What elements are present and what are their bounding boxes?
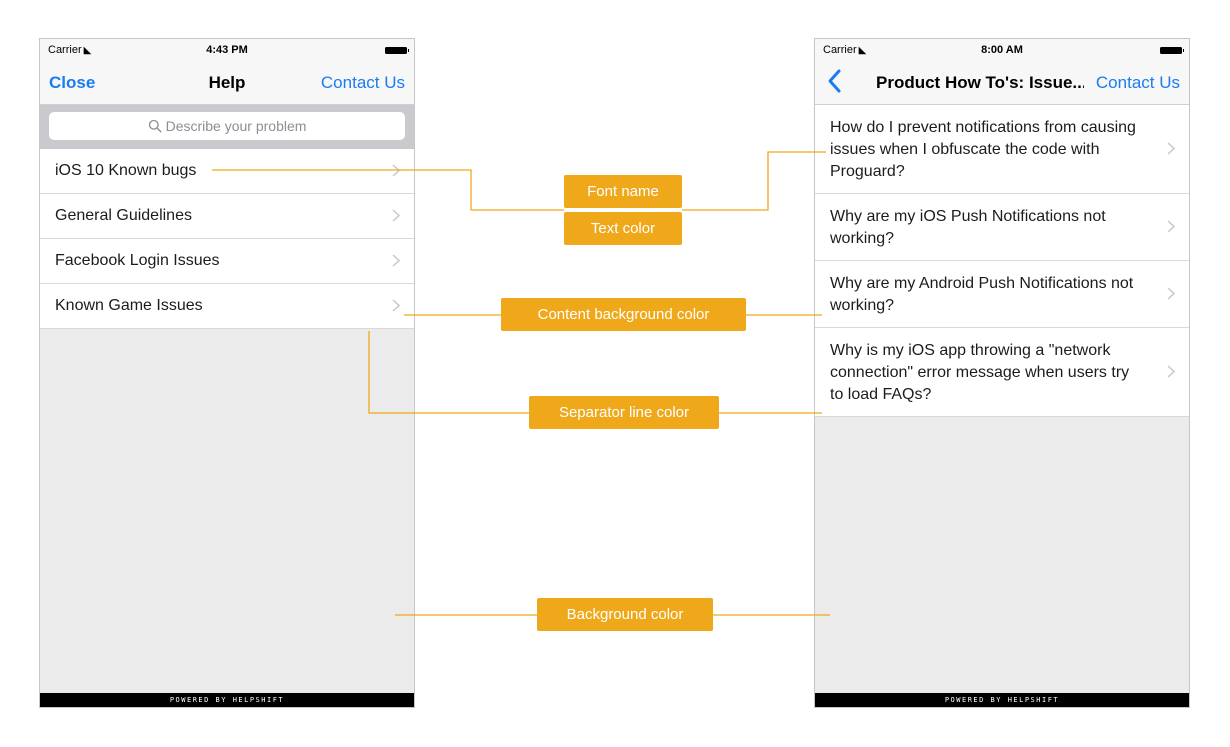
status-bar: Carrier◣ 8:00 AM	[815, 39, 1189, 61]
list-item[interactable]: Known Game Issues	[40, 284, 414, 329]
contact-us-button[interactable]: Contact Us	[1095, 73, 1180, 92]
list-item[interactable]: Why are my Android Push Notifications no…	[815, 261, 1189, 328]
list-item[interactable]: How do I prevent notifications from caus…	[815, 105, 1189, 194]
list-item-label: Why is my iOS app throwing a "network co…	[830, 342, 1130, 403]
list-item-label: Known Game Issues	[55, 297, 203, 314]
list-item-label: Facebook Login Issues	[55, 252, 220, 269]
battery-icon	[385, 47, 409, 54]
leader-line-text-color	[682, 151, 826, 211]
list-item-label: Why are my iOS Push Notifications not wo…	[830, 208, 1106, 247]
faq-list: How do I prevent notifications from caus…	[815, 105, 1189, 417]
nav-bar: Close Help Contact Us	[40, 61, 414, 105]
chevron-right-icon	[1167, 365, 1175, 378]
list-item-label: iOS 10 Known bugs	[55, 162, 197, 179]
list-item[interactable]: Why are my iOS Push Notifications not wo…	[815, 194, 1189, 261]
callout-font-name: Font name	[564, 175, 682, 208]
carrier-label: Carrier◣	[48, 44, 92, 56]
callout-background-color: Background color	[537, 598, 713, 631]
status-bar: Carrier◣ 4:43 PM	[40, 39, 414, 61]
callout-separator-color: Separator line color	[529, 396, 719, 429]
chevron-right-icon	[392, 299, 400, 312]
nav-bar: Product How To's: Issue... Contact Us	[815, 61, 1189, 105]
wifi-icon: ◣	[83, 45, 92, 56]
battery-icon	[1160, 47, 1184, 54]
section-list: iOS 10 Known bugs General Guidelines Fac…	[40, 149, 414, 329]
chevron-right-icon	[1167, 142, 1175, 155]
wifi-icon: ◣	[858, 45, 867, 56]
list-item[interactable]: General Guidelines	[40, 194, 414, 239]
powered-by-footer: POWERED BY HELPSHIFT	[40, 693, 414, 707]
status-time: 8:00 AM	[981, 44, 1023, 56]
chevron-right-icon	[1167, 220, 1175, 233]
help-screen-left: Carrier◣ 4:43 PM Close Help Contact Us D…	[39, 38, 415, 708]
list-item-label: How do I prevent notifications from caus…	[830, 119, 1136, 180]
leader-line-separator-left	[368, 331, 529, 414]
search-icon	[148, 119, 162, 133]
list-item-label: General Guidelines	[55, 207, 192, 224]
search-bar: Describe your problem	[40, 105, 414, 149]
callout-text-color: Text color	[564, 212, 682, 245]
chevron-right-icon	[1167, 287, 1175, 300]
list-item[interactable]: Facebook Login Issues	[40, 239, 414, 284]
carrier-label: Carrier◣	[823, 44, 867, 56]
chevron-left-icon[interactable]	[825, 68, 847, 94]
status-time: 4:43 PM	[206, 44, 248, 56]
page-title: Product How To's: Issue...	[876, 73, 1084, 92]
list-item[interactable]: Why is my iOS app throwing a "network co…	[815, 328, 1189, 417]
search-placeholder: Describe your problem	[165, 118, 307, 134]
chevron-right-icon	[392, 209, 400, 222]
chevron-right-icon	[392, 254, 400, 267]
powered-by-footer: POWERED BY HELPSHIFT	[815, 693, 1189, 707]
faq-list-screen-right: Carrier◣ 8:00 AM Product How To's: Issue…	[814, 38, 1190, 708]
page-title: Help	[208, 73, 246, 92]
callout-content-background: Content background color	[501, 298, 746, 331]
contact-us-button[interactable]: Contact Us	[320, 73, 405, 92]
list-item-label: Why are my Android Push Notifications no…	[830, 275, 1134, 314]
leader-line-font	[212, 169, 564, 211]
search-input[interactable]: Describe your problem	[49, 112, 405, 140]
close-button[interactable]: Close	[49, 73, 96, 92]
